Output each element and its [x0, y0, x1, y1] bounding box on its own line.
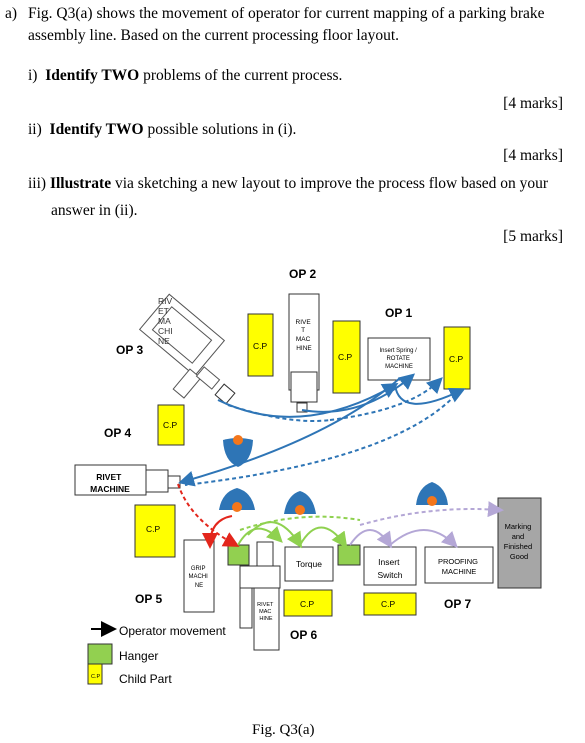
op5-label: OP 5: [135, 592, 162, 606]
rivet-machine-op6-label: RIVET MAC HINE: [257, 602, 275, 622]
child-part-op2b: [332, 320, 361, 394]
legend-child-part-swatch-label: C.P: [91, 674, 101, 680]
child-part-op6-label: C.P: [300, 599, 315, 609]
question-i-bold: Identify TWO: [45, 67, 140, 84]
rivet-machine-op3-fixture: [214, 383, 236, 405]
question-i-marks: [4 marks]: [503, 95, 563, 112]
legend-operator-label: Operator movement: [119, 624, 226, 638]
part-a-text-line1: Fig. Q3(a) shows the movement of operato…: [28, 5, 545, 22]
question-iii-marks: [5 marks]: [503, 228, 563, 245]
rivet-machine-op4-label: RIVET MACHINE: [90, 472, 130, 494]
question-iii: iii) Illustrate via sketching a new layo…: [28, 175, 548, 193]
question-iii-bold: Illustrate: [49, 175, 112, 192]
question-ii-bold: Identify TWO: [49, 121, 144, 138]
question-ii-marks: [4 marks]: [503, 147, 563, 164]
op3-label: OP 3: [116, 343, 143, 357]
flow-arrow-op6-torque: [247, 521, 303, 549]
operator-icon: [223, 435, 253, 467]
child-part-op1-label: C.P: [449, 354, 464, 364]
flow-arrow-dashed-op1: [329, 377, 443, 421]
rivet-machine-op2-label: RIVE T MAC HINE: [296, 319, 313, 352]
question-ii-text: possible solutions in (i).: [143, 121, 297, 138]
operator-icon: [284, 491, 316, 515]
legend-child-part-label: Child Part: [119, 672, 172, 686]
child-part-op7-label: C.P: [381, 599, 396, 609]
legend-hanger-label: Hanger: [119, 649, 158, 663]
op1-label: OP 1: [385, 306, 412, 320]
op2-label: OP 2: [289, 267, 316, 281]
torque-machine: [284, 546, 334, 582]
flow-arrow-hanger-switch: [349, 529, 393, 549]
rivet-machine-op6-base: [239, 565, 281, 589]
insert-switch-label: Insert Switch: [377, 557, 402, 580]
flow-arrow-torque-hanger: [299, 526, 348, 549]
part-a-label: a): [5, 5, 18, 22]
question-ii-number: ii): [28, 121, 42, 138]
rivet-machine-op6: [253, 587, 280, 651]
flow-arrow-to-marking: [359, 501, 504, 526]
child-part-op1: [443, 326, 471, 390]
proofing-machine: [424, 546, 494, 584]
rivet-machine-op2-base: [290, 371, 318, 403]
question-i: i) Identify TWO problems of the current …: [28, 67, 342, 85]
rivet-machine-op3-label: RIV ET MA CHI NE: [158, 296, 175, 346]
grip-machine-label: GRIP MACHI NE: [188, 566, 209, 589]
flow-arrow-hanger-op6: [237, 525, 283, 546]
op4-label: OP 4: [104, 426, 131, 440]
rivet-machine-op3-head: [195, 366, 221, 390]
child-part-op5: [134, 504, 176, 558]
proofing-machine-label: PROOFING MACHINE: [438, 557, 480, 576]
grip-machine: [183, 539, 215, 613]
insert-spring-machine: [367, 337, 431, 381]
flow-arrow-green-dashed: [239, 515, 361, 531]
op7-label: OP 7: [444, 597, 471, 611]
insert-switch-machine: [363, 546, 417, 586]
hanger-op6: [337, 544, 361, 566]
legend-hanger-swatch: [87, 643, 113, 665]
child-part-op4: [157, 404, 185, 446]
flow-arrow-switch-proofing: [389, 529, 458, 548]
rivet-machine-op3: [138, 293, 226, 399]
figure-caption: Fig. Q3(a): [252, 722, 315, 738]
question-iii-text-line2: answer in (ii).: [51, 202, 138, 219]
rivet-machine-op6-side: [239, 587, 253, 629]
rivet-machine-op2-fixture: [296, 402, 308, 413]
operator-icon: [219, 488, 255, 512]
rivet-machine-op4: [74, 464, 147, 496]
question-ii: ii) Identify TWO possible solutions in (…: [28, 121, 296, 139]
child-part-op2-label: C.P: [253, 341, 268, 351]
flow-arrow-op5-grip: [202, 515, 233, 549]
insert-spring-machine-label: Insert Spring / ROTATE MACHINE: [379, 348, 418, 370]
flow-arrow-op1-op4: [178, 377, 401, 487]
child-part-op2: [247, 313, 274, 377]
op6-label: OP 6: [290, 628, 317, 642]
flow-arrow-dashed-op3: [227, 404, 331, 422]
question-i-number: i): [28, 67, 38, 84]
child-part-op6: [283, 589, 333, 617]
flow-arrow-op2-op1: [301, 373, 416, 413]
flow-arrow-op1-cp: [394, 384, 466, 405]
flow-arrow-op4-op5-dashed: [177, 483, 240, 547]
child-part-op4-label: C.P: [163, 420, 178, 430]
rivet-machine-op4-arm: [145, 469, 169, 493]
torque-machine-label: Torque: [296, 559, 322, 569]
hanger-op5: [227, 544, 250, 566]
part-a-text-line2: assembly line. Based on the current proc…: [28, 27, 400, 44]
legend-child-part-swatch: [87, 663, 103, 685]
question-iii-number: iii): [28, 175, 47, 192]
operator-icon: [416, 482, 448, 506]
question-i-text: problems of the current process.: [139, 67, 343, 84]
child-part-op7: [363, 592, 417, 616]
question-iii-text-line1: via sketching a new layout to improve th…: [111, 175, 549, 192]
marking-finished-good-label: Marking and Finished Good: [504, 522, 534, 561]
child-part-op2b-label: C.P: [338, 352, 353, 362]
child-part-op5-label: C.P: [146, 524, 161, 534]
marking-finished-good-station: [497, 497, 542, 589]
